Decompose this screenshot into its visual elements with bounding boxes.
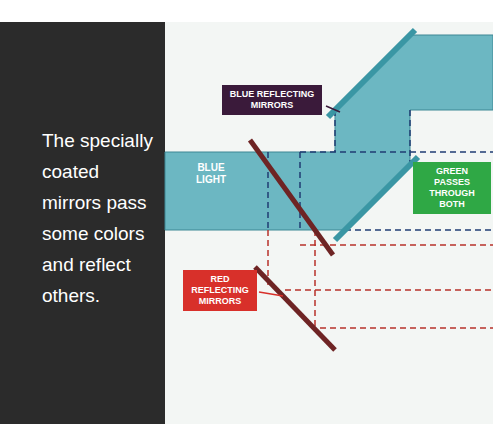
red-mirror (255, 267, 335, 350)
callout-box: RED REFLECTING MIRRORS (183, 270, 257, 311)
node-text: GREEN PASSES THROUGH BOTH (417, 166, 487, 210)
node-text: BLUE REFLECTING MIRRORS (227, 89, 317, 111)
red-mirror (250, 140, 333, 255)
light-band-label: BLUE LIGHT (165, 152, 335, 230)
leader-line (259, 292, 283, 296)
blue-mirror (328, 30, 415, 117)
text-panel: The specially coated mirrors pass some c… (0, 22, 165, 424)
top-strip (0, 0, 493, 22)
node-text: RED REFLECTING MIRRORS (187, 274, 253, 307)
dark-panel (0, 22, 165, 424)
callout-box: GREEN PASSES THROUGH BOTH (413, 162, 491, 214)
leader-line (326, 106, 340, 112)
blue-mirror (335, 157, 418, 240)
node-text: BLUE LIGHT (187, 162, 235, 186)
node-text: The specially coated mirrors pass some c… (42, 125, 159, 311)
callout-box: BLUE REFLECTING MIRRORS (222, 85, 322, 115)
blue-light-band (165, 35, 493, 230)
